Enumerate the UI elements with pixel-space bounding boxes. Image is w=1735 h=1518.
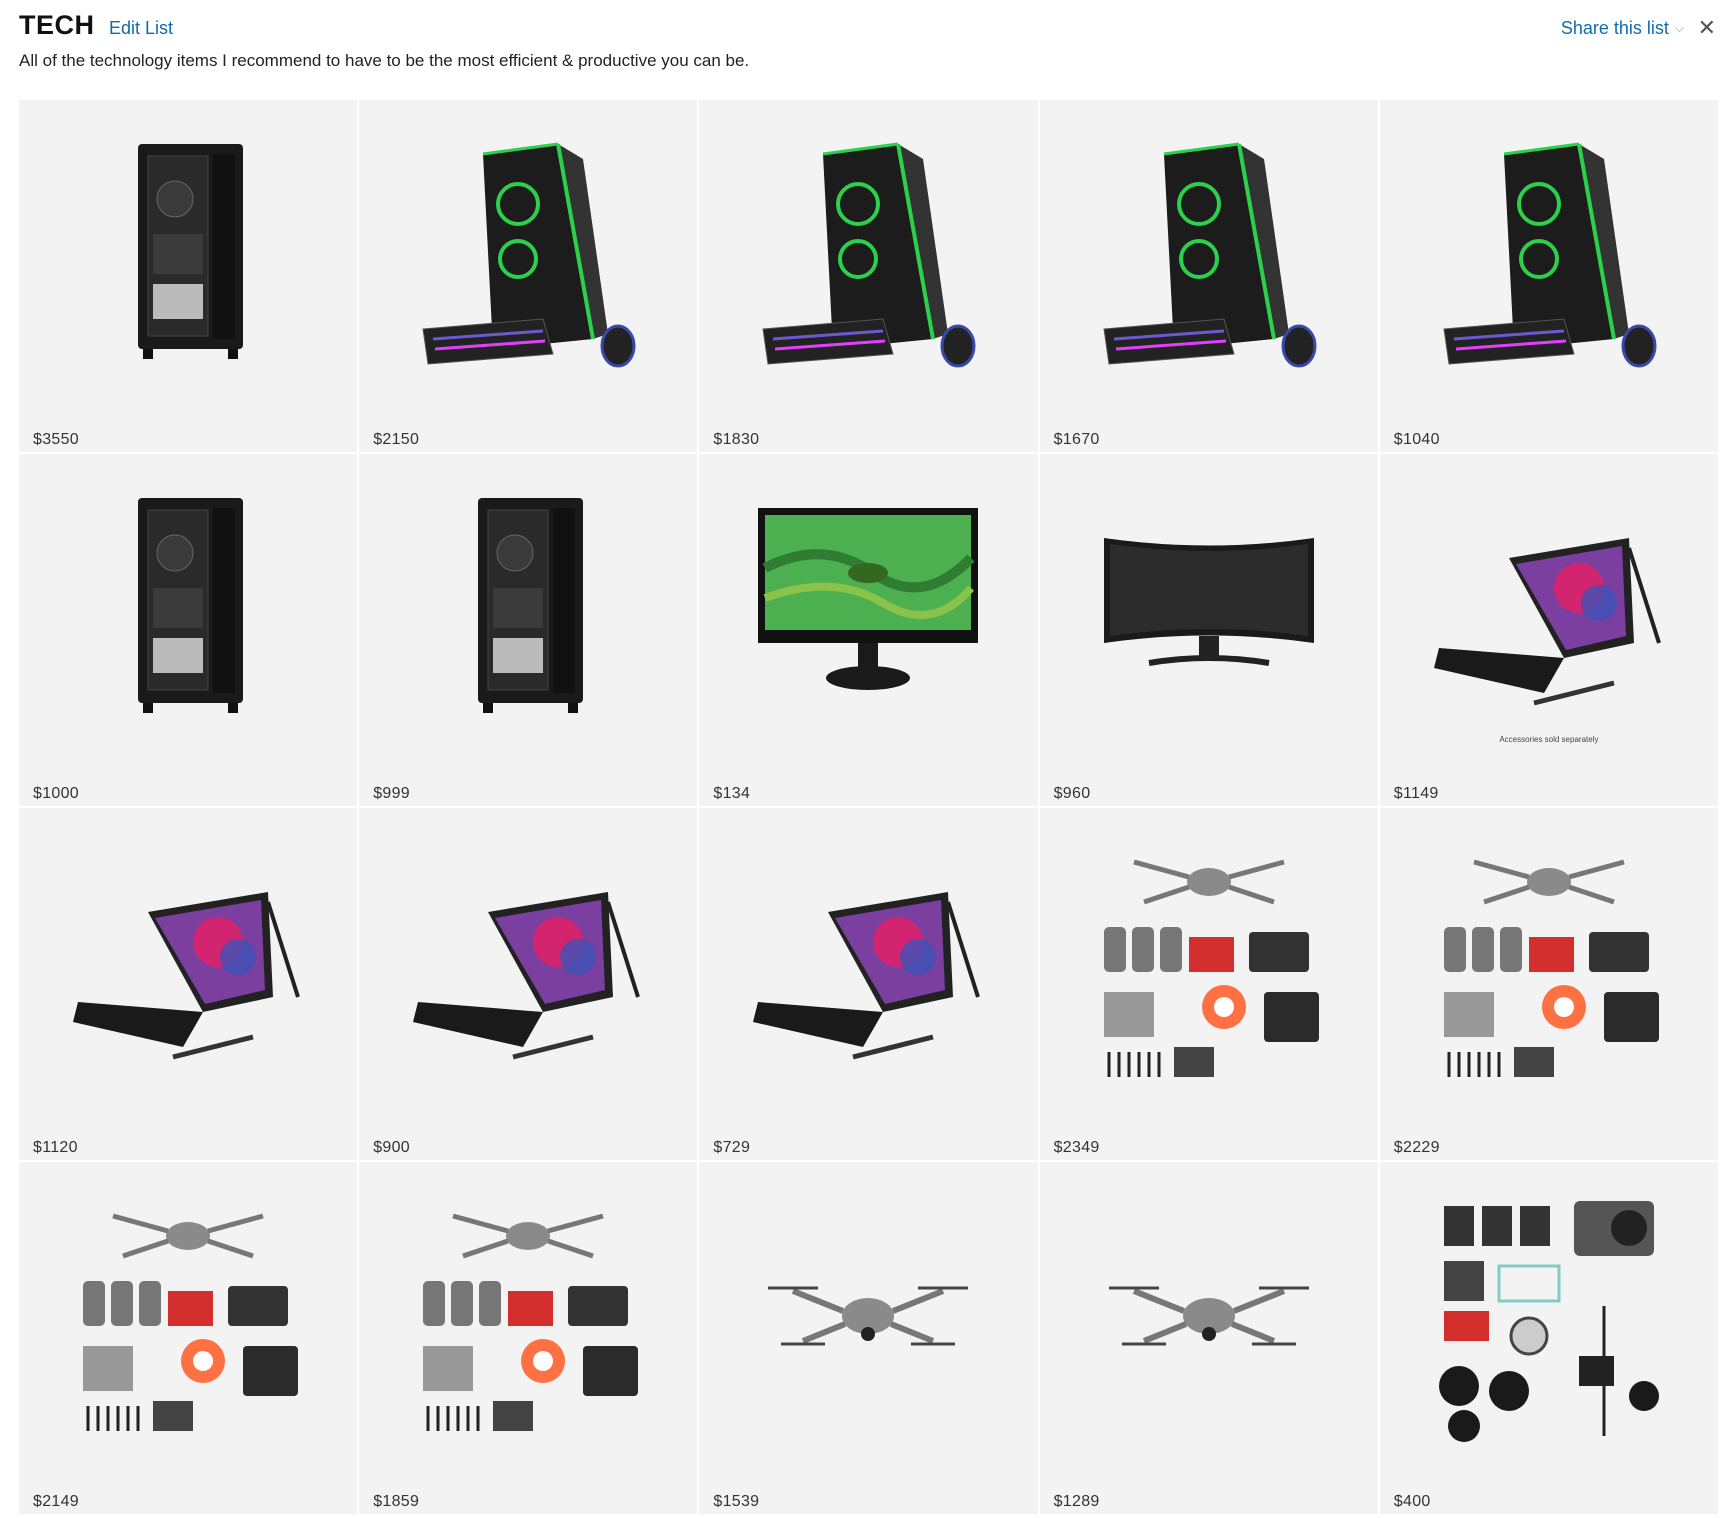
product-price: $2349 — [1053, 1139, 1100, 1156]
share-list-label: Share this list — [1560, 18, 1669, 38]
product-tile[interactable]: $1040 — [1379, 100, 1718, 452]
tablet-icon — [1414, 478, 1684, 743]
product-tile[interactable]: $1670 — [1039, 100, 1378, 452]
product-image[interactable] — [1380, 454, 1718, 766]
product-price: $1289 — [1053, 1493, 1100, 1510]
product-price: $2229 — [1393, 1139, 1440, 1156]
product-price: $999 — [373, 785, 410, 802]
product-price: $1539 — [713, 1493, 760, 1510]
list-description: All of the technology items I recommend … — [19, 51, 750, 70]
product-price: $729 — [713, 1139, 751, 1156]
product-price: $1000 — [33, 785, 79, 802]
product-image[interactable] — [19, 100, 357, 412]
product-tile[interactable]: $900 — [359, 808, 698, 1160]
product-image[interactable] — [1040, 454, 1378, 766]
product-tile[interactable]: $960 — [1039, 454, 1378, 806]
product-image[interactable] — [699, 100, 1037, 412]
gaming-pc-icon — [733, 124, 1003, 389]
product-tile[interactable]: $1120 — [19, 808, 358, 1160]
product-tile[interactable]: $3550 — [19, 100, 358, 452]
product-price: $1120 — [33, 1139, 78, 1156]
product-image[interactable] — [359, 1162, 697, 1474]
product-tile[interactable]: $1000 — [19, 454, 358, 806]
product-image[interactable] — [699, 454, 1037, 766]
product-tile[interactable]: $999 — [359, 454, 698, 806]
product-price: $1149 — [1393, 785, 1439, 802]
camera-bundle-icon — [1414, 1186, 1684, 1451]
product-image[interactable] — [19, 808, 357, 1120]
product-tile[interactable]: $1539 — [699, 1162, 1038, 1514]
product-tile[interactable]: $1830 — [699, 100, 1038, 452]
monitor-icon — [733, 478, 1003, 743]
drone-bundle-icon — [53, 1186, 323, 1451]
edit-list-link[interactable]: Edit List — [109, 18, 174, 38]
product-tile[interactable]: Accessories sold separately $1149 — [1379, 454, 1718, 806]
list-header: TECH Edit List Share this list ⌵ ✕ — [19, 8, 1716, 48]
product-image[interactable] — [1380, 808, 1718, 1120]
product-image[interactable] — [1040, 1162, 1378, 1474]
pc-case-icon — [53, 124, 323, 389]
product-image[interactable] — [1380, 100, 1718, 412]
product-tile[interactable]: $729 — [699, 808, 1038, 1160]
product-price: $3550 — [33, 431, 79, 448]
product-price: $2150 — [373, 431, 420, 448]
product-price: $1830 — [713, 431, 760, 448]
product-image[interactable] — [1040, 100, 1378, 412]
product-price: $400 — [1393, 1493, 1431, 1510]
curved-monitor-icon — [1074, 478, 1344, 743]
product-caption: Accessories sold separately — [1499, 735, 1599, 744]
tablet-icon — [53, 832, 323, 1097]
product-image[interactable] — [1040, 808, 1378, 1120]
tablet-icon — [733, 832, 1003, 1097]
product-image[interactable] — [699, 808, 1037, 1120]
product-price: $900 — [373, 1139, 410, 1156]
product-tile[interactable]: $2150 — [359, 100, 698, 452]
product-image[interactable] — [699, 1162, 1037, 1474]
product-price: $1859 — [373, 1493, 420, 1510]
list-title: TECH — [19, 10, 95, 40]
product-tile[interactable]: $1289 — [1039, 1162, 1378, 1514]
gaming-pc-icon — [1074, 124, 1344, 389]
product-price: $2149 — [33, 1493, 79, 1510]
gaming-pc-icon — [393, 124, 663, 389]
product-grid: $3550 $2150 $1830 — [19, 100, 1718, 1514]
product-image[interactable] — [19, 1162, 357, 1474]
share-list-button[interactable]: Share this list ⌵ — [1561, 18, 1684, 39]
product-tile[interactable]: $2149 — [19, 1162, 358, 1514]
product-price: $1670 — [1053, 431, 1100, 448]
drone-icon — [1074, 1186, 1344, 1451]
chevron-down-icon: ⌵ — [1674, 21, 1684, 35]
product-image[interactable] — [359, 100, 697, 412]
product-tile[interactable]: $134 — [699, 454, 1038, 806]
product-tile[interactable]: $2349 — [1039, 808, 1378, 1160]
drone-bundle-icon — [1414, 832, 1684, 1097]
product-price: $1040 — [1393, 431, 1440, 448]
product-price: $960 — [1053, 785, 1091, 802]
product-image[interactable] — [359, 454, 697, 766]
product-tile[interactable]: $2229 — [1379, 808, 1718, 1160]
product-image[interactable] — [1380, 1162, 1718, 1474]
product-image[interactable] — [19, 454, 357, 766]
tablet-icon — [393, 832, 663, 1097]
drone-bundle-icon — [1074, 832, 1344, 1097]
drone-bundle-icon — [393, 1186, 663, 1451]
close-icon[interactable]: ✕ — [1697, 15, 1716, 40]
pc-case-icon — [393, 478, 663, 743]
product-tile[interactable]: $400 — [1379, 1162, 1718, 1514]
gaming-pc-icon — [1414, 124, 1684, 389]
product-price: $134 — [713, 785, 751, 802]
product-tile[interactable]: $1859 — [359, 1162, 698, 1514]
drone-icon — [733, 1186, 1003, 1451]
product-image[interactable] — [359, 808, 697, 1120]
pc-case-icon — [53, 478, 323, 743]
